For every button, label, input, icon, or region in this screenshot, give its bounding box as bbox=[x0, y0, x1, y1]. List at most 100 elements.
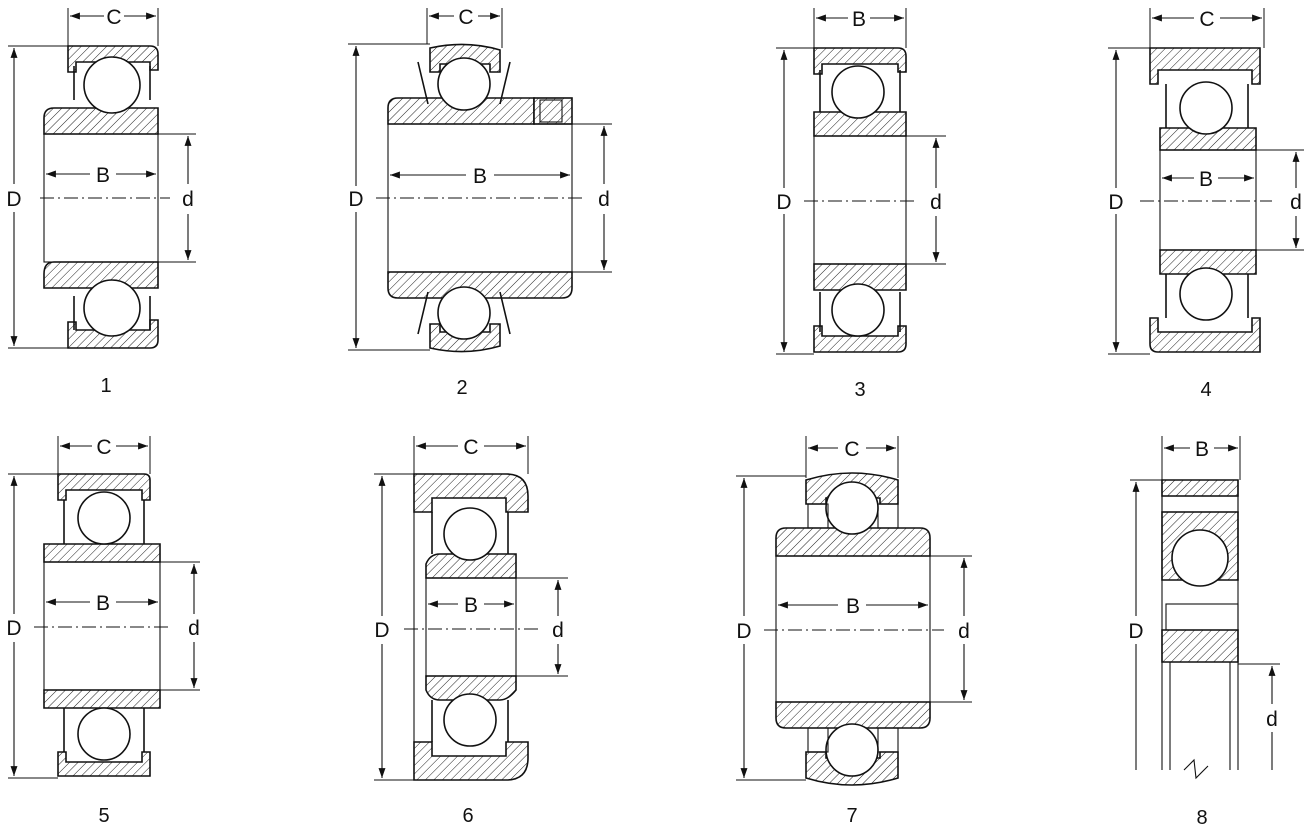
inner-ring-bottom bbox=[775, 701, 931, 729]
break-line bbox=[1183, 758, 1209, 780]
inner-ring-bottom bbox=[425, 675, 517, 701]
cage bbox=[1165, 603, 1239, 631]
seal-right-top bbox=[877, 503, 899, 529]
ball-top bbox=[831, 65, 885, 119]
extension-lines bbox=[348, 8, 612, 351]
label-b: B bbox=[852, 8, 866, 31]
label-bore-diameter: d bbox=[1290, 191, 1302, 214]
label-bore-diameter: d bbox=[188, 617, 200, 640]
label-c: C bbox=[844, 438, 859, 461]
outer-ring-top bbox=[57, 473, 151, 501]
outer-ring-bottom bbox=[57, 751, 151, 777]
ball-top bbox=[83, 56, 141, 114]
label-c: C bbox=[1199, 8, 1214, 31]
outer-ring-top bbox=[413, 473, 529, 513]
seals bbox=[63, 500, 145, 752]
side-faces bbox=[1161, 480, 1239, 770]
figure-number: 4 bbox=[1200, 379, 1211, 401]
label-outer-diameter: D bbox=[776, 191, 791, 214]
figure-3: B D d 3 bbox=[776, 8, 946, 401]
label-b: B bbox=[473, 165, 487, 188]
label-bore-diameter: d bbox=[182, 188, 194, 211]
label-c: C bbox=[463, 436, 478, 459]
ball-top bbox=[1179, 81, 1233, 135]
seals bbox=[1165, 84, 1249, 318]
outer-ring-top bbox=[1149, 47, 1261, 85]
figure-4: C D B d 4 bbox=[1108, 8, 1304, 401]
extension-lines bbox=[776, 8, 946, 355]
label-c: C bbox=[106, 6, 121, 29]
label-b: B bbox=[464, 594, 478, 617]
extension-lines bbox=[8, 436, 200, 779]
extension-lines bbox=[8, 8, 196, 349]
seal-top bbox=[1161, 495, 1239, 513]
seals bbox=[417, 61, 511, 335]
inner-ring-bottom bbox=[43, 261, 159, 289]
figure-number: 3 bbox=[854, 379, 865, 401]
bore bbox=[775, 555, 931, 703]
figure-number: 2 bbox=[456, 377, 467, 399]
ball bbox=[1171, 529, 1229, 587]
figure-number: 5 bbox=[98, 805, 109, 827]
inner-ring-bottom bbox=[387, 271, 573, 299]
label-b: B bbox=[96, 592, 110, 615]
ball-bottom bbox=[1179, 267, 1233, 321]
label-outer-diameter: D bbox=[736, 620, 751, 643]
label-b: B bbox=[846, 595, 860, 618]
figure-7: C D B d 7 bbox=[736, 436, 972, 827]
label-outer-diameter: D bbox=[348, 188, 363, 211]
inner-ring-top bbox=[425, 553, 517, 579]
figure-6: C D B d 6 bbox=[374, 436, 568, 827]
outer-ring-bottom bbox=[413, 741, 529, 781]
inner-ring bbox=[1161, 629, 1239, 663]
bore bbox=[1159, 149, 1257, 251]
seal-left-bottom bbox=[807, 727, 829, 753]
seals bbox=[73, 66, 151, 330]
ball-bottom bbox=[825, 723, 879, 777]
label-bore-diameter: d bbox=[1266, 708, 1278, 731]
outer-ring-top bbox=[813, 47, 907, 75]
figure-1: C D B d 1 bbox=[6, 6, 196, 397]
ball-bottom bbox=[77, 707, 131, 761]
label-bore-diameter: d bbox=[958, 620, 970, 643]
ball-top bbox=[443, 507, 497, 561]
extension-lines bbox=[1130, 436, 1280, 665]
figure-5: C D B d 5 bbox=[6, 436, 200, 827]
ball-bottom bbox=[443, 693, 497, 747]
label-b: B bbox=[1195, 438, 1209, 461]
inner-ring-bottom bbox=[43, 689, 161, 709]
extension-lines bbox=[736, 436, 972, 781]
bore bbox=[425, 577, 517, 677]
label-bore-diameter: d bbox=[598, 188, 610, 211]
ball-bottom bbox=[437, 286, 491, 340]
ball-top bbox=[77, 491, 131, 545]
bore bbox=[813, 135, 907, 265]
bore bbox=[43, 561, 161, 691]
figure-8: B D d 8 bbox=[1128, 436, 1280, 829]
label-c: C bbox=[458, 6, 473, 29]
outer-ring-top bbox=[1161, 479, 1239, 497]
figure-number: 6 bbox=[462, 805, 473, 827]
ball-top bbox=[437, 57, 491, 111]
label-bore-diameter: d bbox=[930, 191, 942, 214]
figure-number: 7 bbox=[846, 805, 857, 827]
set-screw bbox=[539, 99, 563, 123]
outer-ring-bottom bbox=[1149, 317, 1261, 353]
seals bbox=[819, 70, 901, 332]
label-b: B bbox=[1199, 168, 1213, 191]
extension-lines bbox=[1108, 8, 1304, 355]
inner-ring-top bbox=[43, 107, 159, 135]
outer-ring-bottom bbox=[813, 325, 907, 353]
label-b: B bbox=[96, 164, 110, 187]
ball-top bbox=[825, 481, 879, 535]
label-outer-diameter: D bbox=[6, 617, 21, 640]
figure-number: 1 bbox=[100, 375, 111, 397]
label-bore-diameter: d bbox=[552, 619, 564, 642]
label-outer-diameter: D bbox=[1108, 191, 1123, 214]
seal-left-top bbox=[807, 503, 829, 529]
label-outer-diameter: D bbox=[374, 619, 389, 642]
ball-bottom bbox=[83, 279, 141, 337]
label-outer-diameter: D bbox=[6, 188, 21, 211]
label-outer-diameter: D bbox=[1128, 620, 1143, 643]
